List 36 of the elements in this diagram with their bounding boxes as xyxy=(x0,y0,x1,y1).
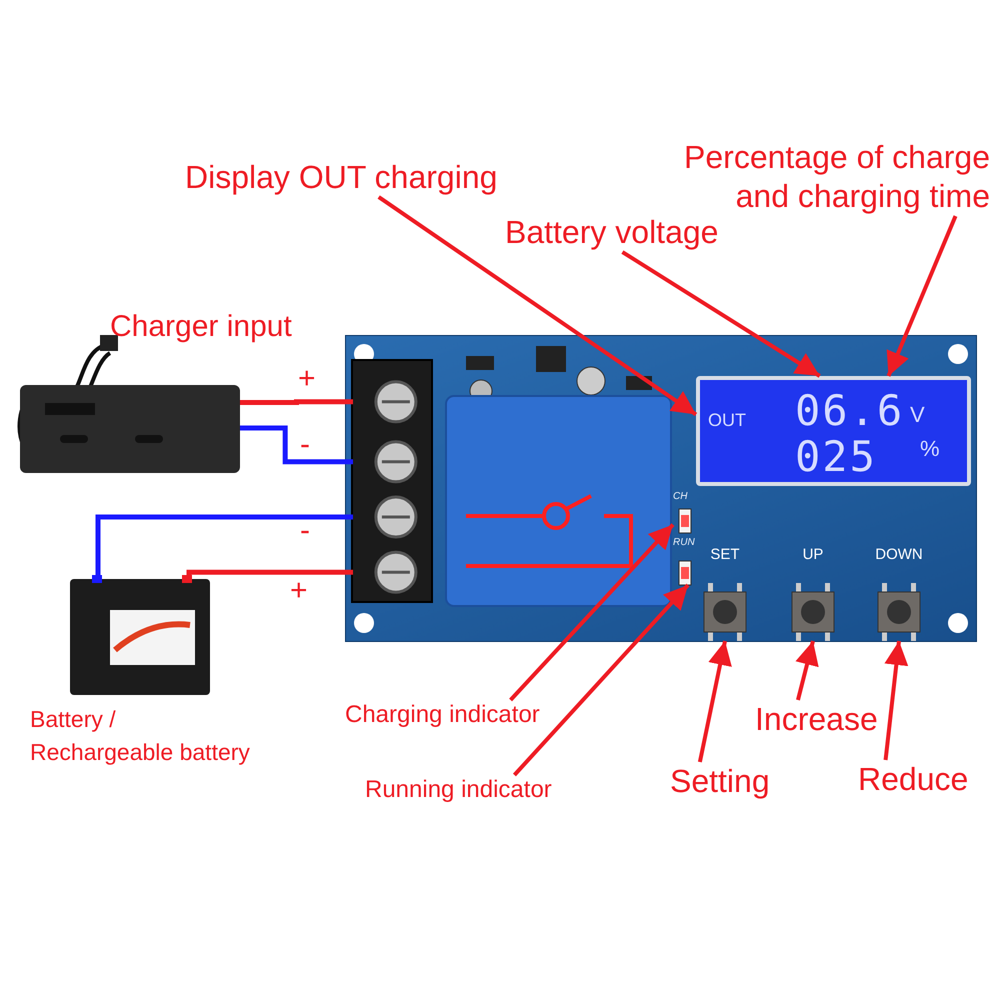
callout-label: Setting xyxy=(670,762,770,802)
leader-arrow xyxy=(378,195,698,416)
display-reading: 06.6 xyxy=(795,386,904,435)
polarity-sign: - xyxy=(300,514,310,548)
polarity-sign: + xyxy=(290,574,308,608)
leader-arrow xyxy=(621,250,821,378)
unit-label: % xyxy=(920,436,940,462)
callout-label: Reduce xyxy=(858,760,968,800)
caption-label: Battery / Rechargeable battery xyxy=(30,705,251,768)
leader-arrow xyxy=(509,523,674,702)
button-label: UP xyxy=(802,546,824,563)
polarity-sign: + xyxy=(298,362,316,396)
callout-label: Display OUT charging xyxy=(185,158,498,198)
lcd-screen xyxy=(696,376,971,486)
leader-arrow xyxy=(698,640,732,762)
leader-arrow xyxy=(884,640,908,760)
button-label: SET xyxy=(709,546,741,563)
wire xyxy=(240,426,353,464)
display-label: OUT xyxy=(708,410,746,431)
wire xyxy=(96,514,353,575)
leader-arrow xyxy=(886,215,958,377)
callout-label: Running indicator xyxy=(365,775,552,804)
silkscreen-label: CH xyxy=(673,491,688,502)
display-reading: 025 xyxy=(795,432,877,481)
leader-arrow xyxy=(796,640,819,700)
leader-arrow xyxy=(512,584,690,776)
circuit-board xyxy=(345,335,977,642)
callout-label: Increase xyxy=(755,700,878,740)
polarity-sign: - xyxy=(300,428,310,462)
button-label: DOWN xyxy=(874,546,924,563)
caption-label: Charger input xyxy=(110,309,293,345)
callout-label: Charging indicator xyxy=(345,700,540,730)
wire xyxy=(186,570,353,575)
wire xyxy=(240,399,353,405)
silkscreen-label: RUN xyxy=(673,537,695,548)
unit-label: V xyxy=(910,402,925,428)
